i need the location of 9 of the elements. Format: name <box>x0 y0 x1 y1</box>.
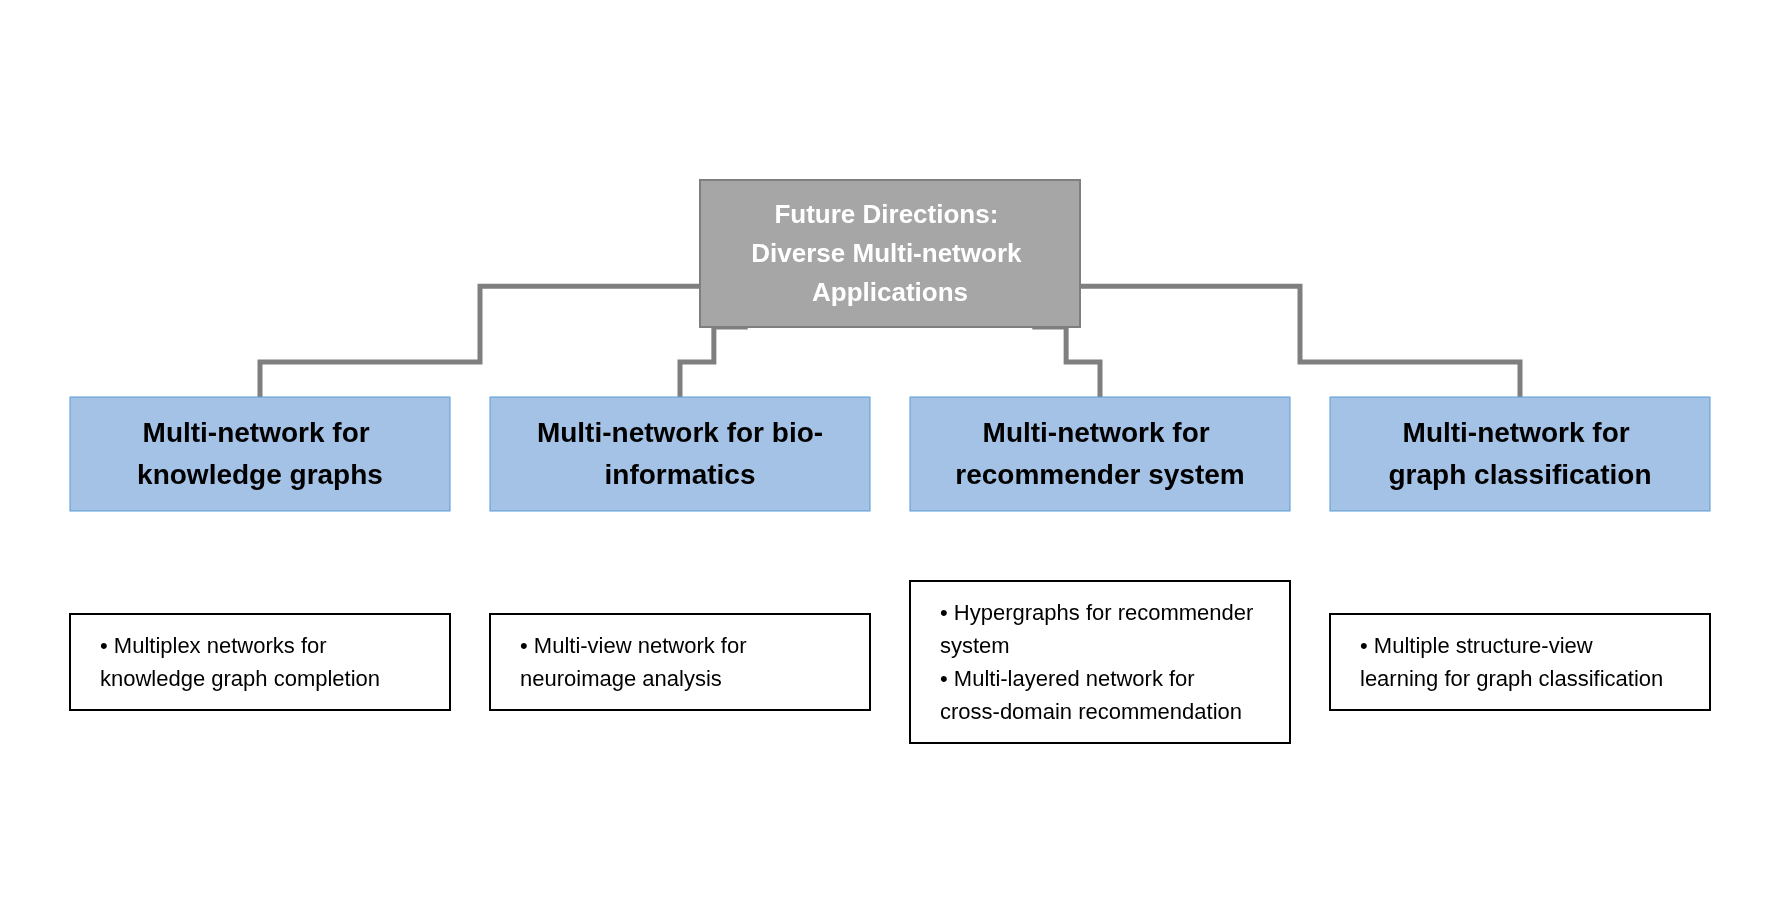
node-box: Multi-network for recommender system <box>909 396 1290 512</box>
node-box: Multi-network for graph classification <box>1329 396 1710 512</box>
node-box: Multi-network for knowledge graphs <box>69 396 450 512</box>
node-box: • Multi-view network for neuroimage analysis <box>488 613 871 711</box>
node-box: Future Directions: Diverse Multi-network Applications <box>698 179 1081 328</box>
node-box: • Multiple structure-view learning for graph classification <box>1328 613 1711 711</box>
node-box: • Hypergraphs for recommender system • Multi-layered network for cross-domain recommendation <box>908 580 1291 744</box>
node-box: Multi-network for bio-informatics <box>489 396 870 512</box>
node-box: • Multiplex networks for knowledge graph completion <box>68 613 451 711</box>
